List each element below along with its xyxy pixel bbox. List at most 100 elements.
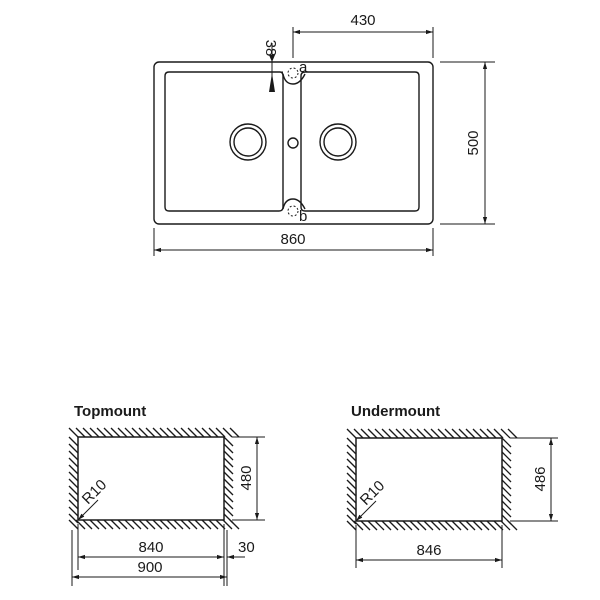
overflow-bottom — [282, 198, 306, 210]
dim-846: 846 — [416, 542, 441, 559]
hatch-line — [145, 519, 156, 530]
hatch-line — [159, 427, 170, 438]
hatch-line — [458, 428, 469, 439]
hatch-line — [501, 493, 512, 504]
overflow-bottom-dashed — [287, 205, 299, 217]
hatch-line — [103, 427, 114, 438]
topmount-hatching — [68, 427, 240, 530]
hatch-line — [208, 519, 219, 530]
hatch-line — [152, 427, 163, 438]
hatch-line — [486, 520, 497, 531]
hatch-line — [346, 458, 357, 469]
hatch-line — [381, 520, 392, 531]
hatch-line — [173, 427, 184, 438]
hatch-line — [501, 465, 512, 476]
hatch-line — [367, 428, 378, 439]
undermount-title: Undermount — [351, 403, 440, 420]
hatch-line — [360, 428, 371, 439]
hatch-line — [501, 437, 512, 448]
hatch-line — [346, 428, 357, 439]
hatch-line — [416, 428, 427, 439]
hatch-line — [501, 486, 512, 497]
hatch-line — [479, 520, 490, 531]
hatch-line — [346, 472, 357, 483]
hatch-line — [430, 520, 441, 531]
hatch-line — [194, 519, 205, 530]
hatch-line — [68, 492, 79, 503]
hatch-line — [89, 427, 100, 438]
hatch-line — [223, 457, 234, 468]
dim-38: 38 — [262, 40, 279, 57]
hatch-line — [223, 464, 234, 475]
hatch-line — [374, 428, 385, 439]
hatch-line — [507, 428, 518, 439]
hatch-line — [444, 520, 455, 531]
hatch-line — [500, 520, 511, 531]
hatch-line — [395, 428, 406, 439]
hatch-line — [75, 519, 86, 530]
hatch-line — [145, 427, 156, 438]
hatch-line — [117, 519, 128, 530]
hatch-line — [367, 520, 378, 531]
hatch-line — [346, 520, 357, 531]
hatch-line — [346, 507, 357, 518]
hatch-line — [223, 450, 234, 461]
hatch-line — [465, 428, 476, 439]
hatch-line — [402, 520, 413, 531]
right-drain-outer — [319, 123, 357, 161]
hatch-line — [223, 513, 234, 524]
hatch-line — [223, 471, 234, 482]
hatch-line — [138, 427, 149, 438]
topmount-title: Topmount — [74, 403, 146, 420]
hatch-line — [68, 471, 79, 482]
hatch-line — [152, 519, 163, 530]
hatch-line — [68, 513, 79, 524]
hatch-line — [131, 427, 142, 438]
hatch-line — [208, 427, 219, 438]
hatch-line — [423, 520, 434, 531]
hatch-line — [472, 520, 483, 531]
tap-hole — [287, 137, 299, 149]
dim-860: 860 — [280, 231, 305, 248]
left-drain-outer — [229, 123, 267, 161]
hatch-line — [223, 506, 234, 517]
right-bowl — [300, 71, 420, 212]
dim-900: 900 — [137, 559, 162, 576]
overflow-top — [282, 73, 306, 85]
hatch-line — [360, 520, 371, 531]
hatch-line — [437, 428, 448, 439]
left-bowl — [164, 71, 284, 212]
hatch-line — [402, 428, 413, 439]
topmount-cutout: Topmount R10 480 840 30 900 — [68, 403, 265, 586]
hatch-line — [68, 478, 79, 489]
hatch-line — [409, 520, 420, 531]
hatch-line — [501, 451, 512, 462]
hatch-line — [501, 472, 512, 483]
hatch-line — [501, 444, 512, 455]
hatch-line — [346, 486, 357, 497]
hatch-line — [68, 464, 79, 475]
sink-outline — [153, 61, 434, 225]
hatch-line — [173, 519, 184, 530]
hatch-line — [180, 519, 191, 530]
hatch-line — [374, 520, 385, 531]
hatch-line — [166, 427, 177, 438]
hatch-line — [223, 485, 234, 496]
hatch-line — [124, 519, 135, 530]
hatch-line — [68, 427, 79, 438]
hatch-line — [215, 427, 226, 438]
hatch-line — [103, 519, 114, 530]
hatch-line — [194, 427, 205, 438]
hatch-line — [465, 520, 476, 531]
hatch-line — [180, 427, 191, 438]
hatch-line — [437, 520, 448, 531]
hatch-line — [381, 428, 392, 439]
hatch-line — [346, 493, 357, 504]
hatch-line — [479, 428, 490, 439]
hatch-line — [223, 492, 234, 503]
dim-500: 500 — [465, 130, 482, 155]
undermount-cutout: Undermount R10 486 846 — [346, 403, 558, 568]
dim-486: 486 — [532, 466, 549, 491]
hatch-line — [68, 450, 79, 461]
